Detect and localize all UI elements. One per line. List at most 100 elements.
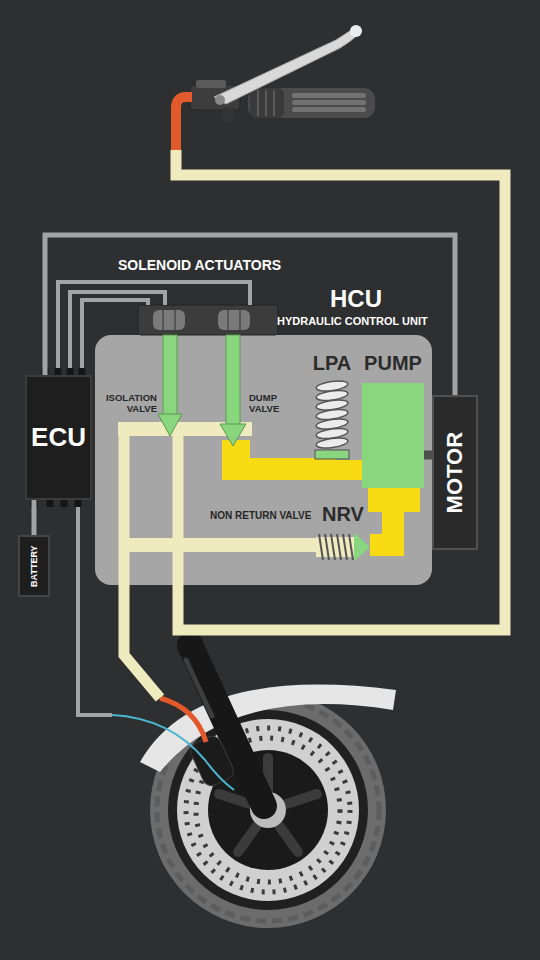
solenoid-block: [174, 310, 176, 330]
hcu-body: [95, 335, 432, 585]
brake-lever: [257, 90, 259, 116]
sensor-wire: [112, 715, 234, 790]
label-slot: ISOLATION VALVE: [100, 392, 157, 415]
valve-ball: [354, 533, 370, 561]
brake-lever: [214, 28, 359, 104]
ecu-pins: [55, 368, 62, 376]
brake-lever: [292, 107, 366, 112]
brake-lever: [196, 80, 226, 88]
brake-lever: [215, 95, 225, 105]
spring-coil: [343, 534, 347, 560]
spring-coil: [316, 436, 349, 449]
ecu-pins: [75, 499, 82, 507]
ecu-pins: [31, 368, 86, 507]
part-label: NON RETURN VALVE: [210, 510, 311, 522]
signal-wire: [82, 300, 148, 375]
spring-coil: [316, 408, 349, 421]
brake-lever: [292, 93, 366, 98]
brake-lever: [350, 25, 362, 37]
valve-seat: [316, 537, 354, 557]
brake-line: [124, 429, 160, 698]
spring-coil: [316, 417, 349, 430]
label-slot: NON RETURN VALVE: [210, 510, 311, 522]
front-fork: [186, 660, 212, 716]
brake-line: [118, 150, 505, 698]
caliper-hose: [160, 698, 206, 742]
battery-box: BATTERY: [18, 535, 50, 597]
signal-wire: [58, 282, 250, 715]
node-text: BATTERY: [29, 545, 39, 587]
ecu-pins: [67, 368, 74, 376]
brake-lever: [273, 90, 275, 116]
brake-lever: [248, 88, 375, 118]
valve-plunger: [158, 414, 182, 436]
spring-coil: [316, 427, 349, 440]
node-text: MOTOR: [442, 432, 467, 513]
solenoid-block: [138, 305, 278, 335]
label-slot: SOLENOID ACTUATORS: [118, 257, 281, 274]
accumulator-box: LPA: [308, 352, 356, 460]
node-text: HCU: [330, 285, 382, 313]
drive-shaft: [424, 451, 432, 460]
return-fluid: [222, 458, 336, 480]
part-label: ISOLATION VALVE: [100, 392, 157, 415]
spring-symbol: [314, 380, 350, 460]
hcu-housing: HCUHYDRAULIC CONTROL UNITLPAPUMPNRV: [95, 335, 432, 585]
solenoid-block: [239, 310, 241, 330]
text-slot: HCU: [330, 285, 382, 313]
brake-lever: [265, 90, 267, 116]
pump-body: [362, 383, 424, 488]
signal-wire: [78, 500, 112, 715]
ecu-pins: [47, 499, 54, 507]
solenoid-block: [138, 305, 278, 335]
motor-box: MOTOR: [432, 395, 478, 550]
solenoid-block: [162, 310, 164, 330]
label-slot: DUMP VALVE: [249, 392, 289, 415]
ecu-pins: [79, 368, 86, 376]
spring-coil: [349, 534, 353, 560]
valve-plunger: [163, 335, 177, 415]
brake-lever: [190, 25, 375, 122]
signal-wire: [58, 282, 250, 375]
check-valve-symbol: [316, 531, 370, 563]
brake-lever: [250, 88, 284, 118]
solenoid-block: [227, 310, 229, 330]
valve-box: NRV: [316, 503, 370, 563]
brake-lever: [222, 108, 234, 122]
solenoid-block: [153, 310, 185, 330]
signal-wire: [70, 292, 165, 375]
power-wire: [45, 235, 455, 395]
solenoid-block: [218, 310, 250, 330]
spring-coil: [337, 534, 341, 560]
node-text: ECU: [31, 423, 86, 453]
hydraulic-line: [370, 488, 393, 545]
pump-box: PUMP: [362, 352, 424, 488]
valve-plunger: [226, 335, 240, 425]
accumulator-piston: [315, 450, 349, 459]
ecu-pins: [61, 499, 68, 507]
brake-lever: [292, 100, 366, 105]
brake-line: [124, 538, 318, 552]
node-text: HYDRAULIC CONTROL UNIT: [277, 315, 428, 328]
spring-coil: [319, 534, 323, 560]
node-text: NRV: [322, 503, 364, 526]
node-text: LPA: [313, 352, 352, 375]
valve-plunger: [158, 335, 246, 446]
spring-coil: [331, 534, 335, 560]
hydraulic-line: [332, 460, 362, 470]
valve-plunger: [220, 424, 246, 446]
power-wire: [32, 500, 37, 535]
node-text: PUMP: [364, 352, 422, 375]
part-label: DUMP VALVE: [249, 392, 289, 415]
mudguard: [140, 685, 396, 772]
part-label: SOLENOID ACTUATORS: [118, 257, 281, 274]
spring-coil: [316, 380, 349, 393]
ecu-box: ECU: [25, 375, 92, 500]
spring-coil: [325, 534, 329, 560]
master-hose: [176, 97, 192, 152]
